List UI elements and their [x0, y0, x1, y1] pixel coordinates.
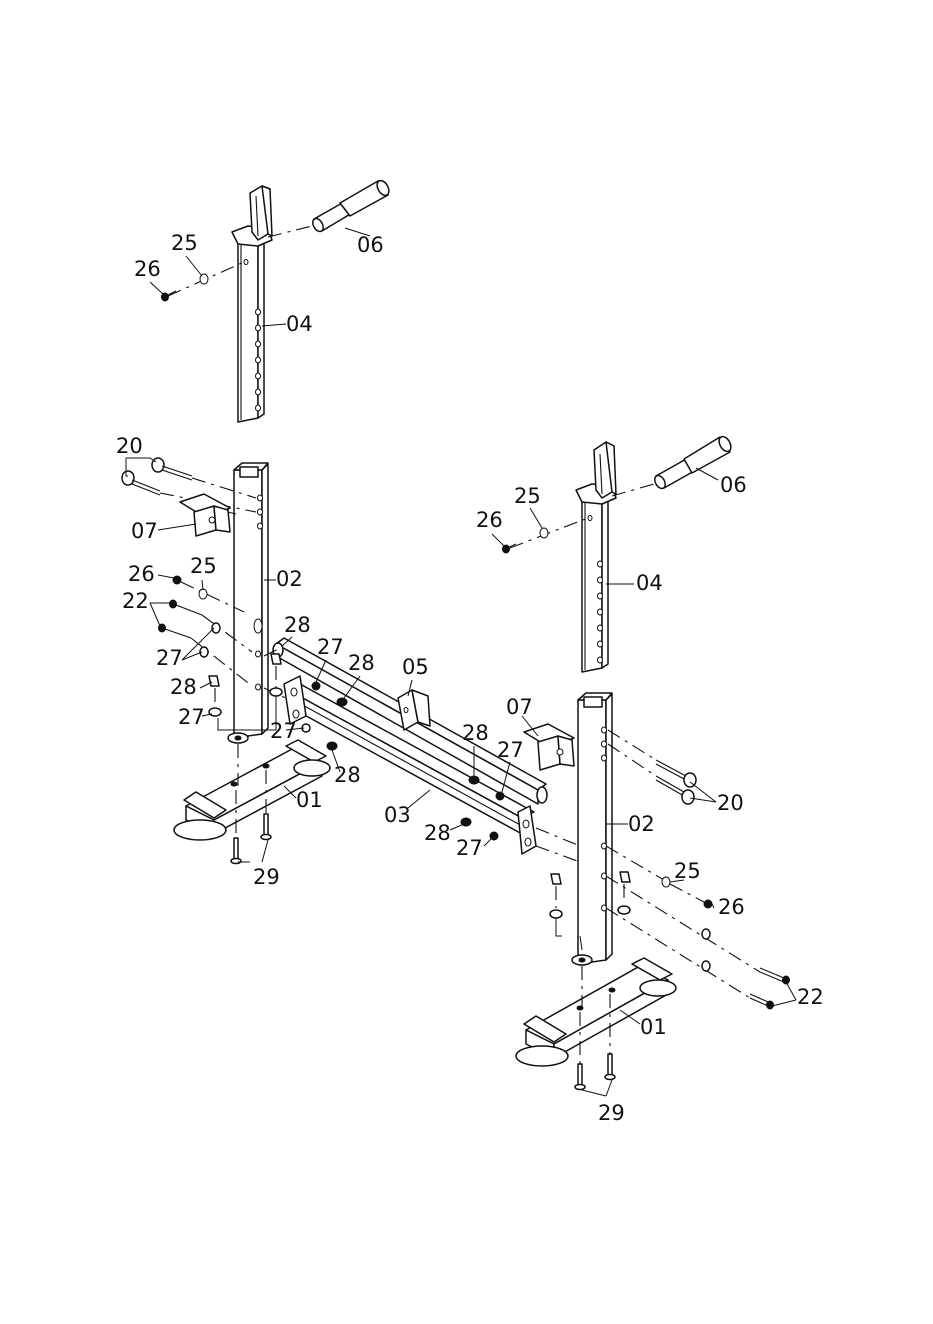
part-label-25: 25	[190, 554, 217, 578]
part-label-25: 25	[674, 859, 701, 883]
part-label-28: 28	[348, 651, 375, 675]
part-label-26: 26	[128, 562, 155, 586]
part-label-05: 05	[402, 655, 429, 679]
part-label-20: 20	[717, 791, 744, 815]
part-label-26: 26	[134, 257, 161, 281]
leader-lines	[126, 228, 796, 1096]
part-label-29: 29	[253, 865, 280, 889]
upright-02-right	[572, 693, 612, 965]
part-label-22: 22	[122, 589, 149, 613]
part-label-22: 22	[797, 985, 824, 1009]
part-label-01: 01	[296, 788, 323, 812]
part-label-26: 26	[476, 508, 503, 532]
part-label-27: 27	[270, 719, 297, 743]
part-label-07: 07	[506, 695, 533, 719]
part-label-02: 02	[276, 567, 303, 591]
part-label-06: 06	[357, 233, 384, 257]
upright-02-left	[228, 463, 268, 743]
base-foot-01-right	[516, 958, 676, 1066]
roller-06-left	[311, 179, 392, 234]
part-label-04: 04	[286, 312, 313, 336]
upper-tube-04-right	[576, 442, 616, 672]
part-label-06: 06	[720, 473, 747, 497]
bracket-07-left	[180, 494, 230, 536]
part-label-27: 27	[497, 738, 524, 762]
part-label-28: 28	[284, 613, 311, 637]
part-label-04: 04	[636, 571, 663, 595]
screw-26-a	[162, 291, 177, 301]
part-label-20: 20	[116, 434, 143, 458]
part-label-27: 27	[178, 705, 205, 729]
bracket-07-right	[524, 724, 574, 770]
part-label-28: 28	[170, 675, 197, 699]
part-label-01: 01	[640, 1015, 667, 1039]
part-label-27: 27	[317, 635, 344, 659]
part-label-28: 28	[462, 721, 489, 745]
part-label-27: 27	[456, 836, 483, 860]
part-label-25: 25	[514, 484, 541, 508]
part-label-25: 25	[171, 231, 198, 255]
upper-tube-04-left	[232, 186, 272, 422]
part-label-28: 28	[334, 763, 361, 787]
part-label-02: 02	[628, 812, 655, 836]
part-label-07: 07	[131, 519, 158, 543]
part-label-29: 29	[598, 1101, 625, 1125]
safety-pins-20-right	[608, 730, 696, 804]
screw-26-d	[503, 544, 517, 553]
part-label-27: 27	[156, 646, 183, 670]
part-label-03: 03	[384, 803, 411, 827]
part-label-28: 28	[424, 821, 451, 845]
washer-25-d	[540, 528, 548, 538]
part-label-26: 26	[718, 895, 745, 919]
